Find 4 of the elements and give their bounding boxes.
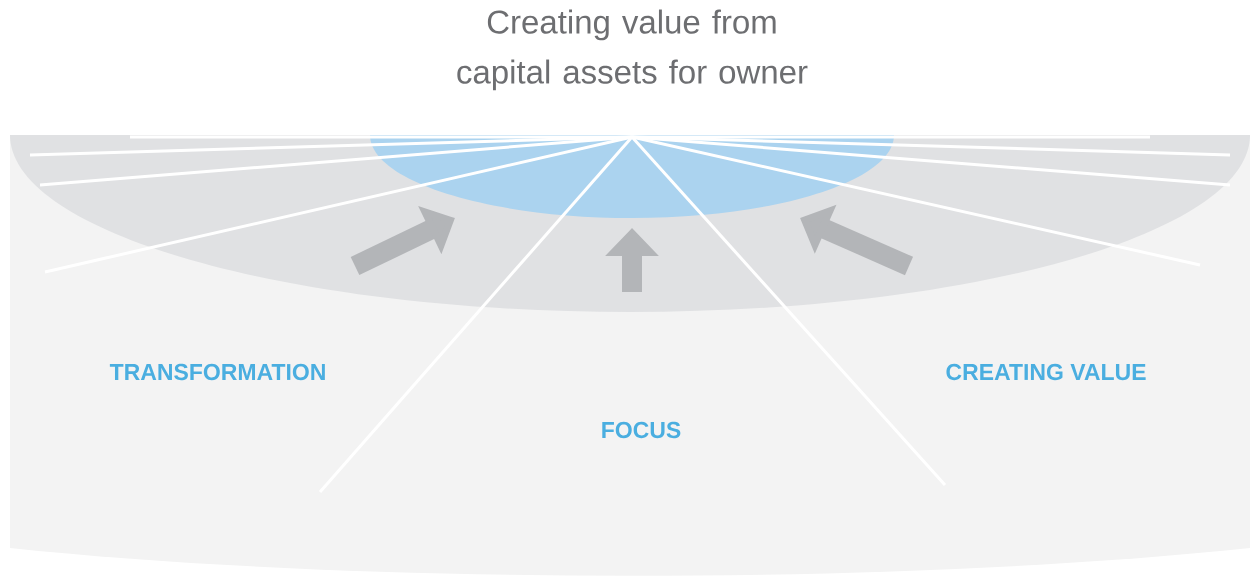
title: Creating value from capital assets for owner — [457, 9, 808, 91]
section-label: TRANSFORMATION — [109, 363, 325, 381]
section-label: FOCUS — [602, 421, 681, 439]
section-label: CREATING VALUE — [946, 363, 1146, 381]
